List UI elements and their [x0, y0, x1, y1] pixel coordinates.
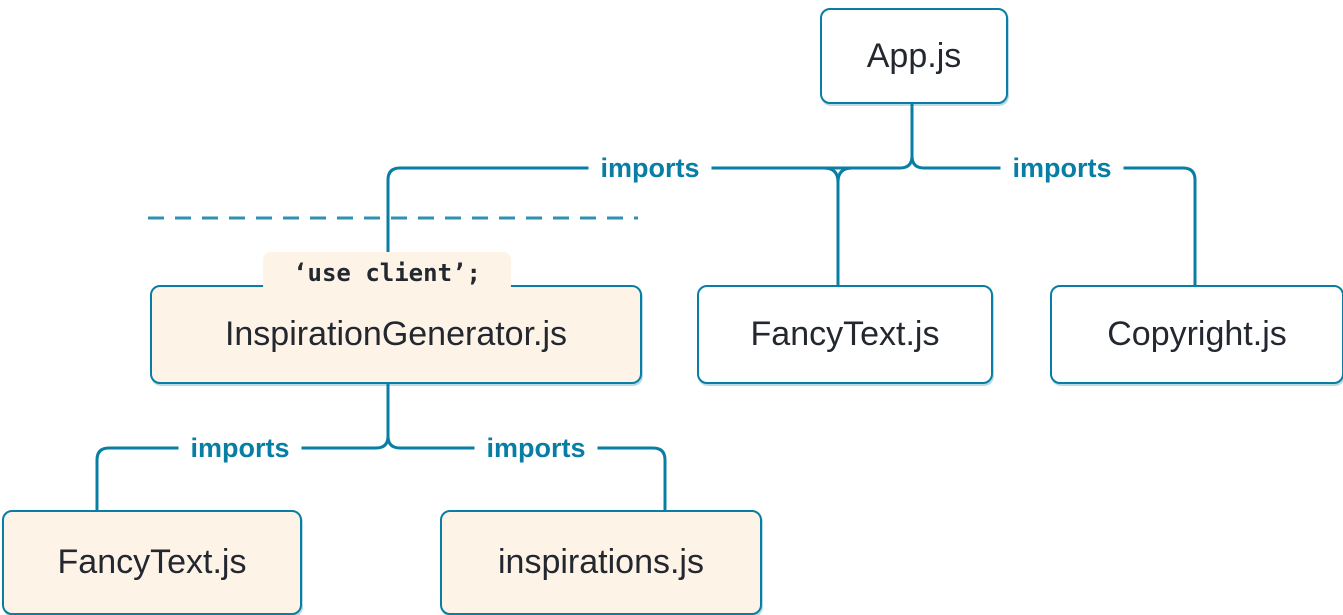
edge-app-to-fancy-text: [823, 166, 853, 286]
node-app-js: App.js: [820, 8, 1008, 104]
node-label: InspirationGenerator.js: [224, 315, 568, 353]
edge-label-imports: imports: [178, 431, 302, 465]
node-fancy-text-js-client: FancyText.js: [2, 510, 302, 615]
directive-text: ‘use client’;: [293, 258, 481, 287]
edge-label-imports: imports: [474, 431, 598, 465]
edge-generator-to-inspirations: [386, 435, 667, 512]
edge-label-imports: imports: [1000, 151, 1124, 185]
node-label: App.js: [866, 36, 962, 75]
node-fancy-text-js: FancyText.js: [697, 285, 993, 384]
edge-label-imports: imports: [588, 151, 712, 185]
node-inspiration-generator-js: InspirationGenerator.js: [150, 285, 642, 384]
node-label: inspirations.js: [498, 543, 704, 581]
node-label: FancyText.js: [750, 315, 940, 353]
node-label: Copyright.js: [1107, 315, 1287, 353]
node-inspirations-js: inspirations.js: [440, 510, 762, 615]
use-client-directive-badge: ‘use client’;: [263, 252, 511, 293]
node-copyright-js: Copyright.js: [1050, 285, 1343, 384]
node-label: FancyText.js: [57, 543, 247, 581]
edge-app-to-copyright: [910, 155, 1197, 286]
